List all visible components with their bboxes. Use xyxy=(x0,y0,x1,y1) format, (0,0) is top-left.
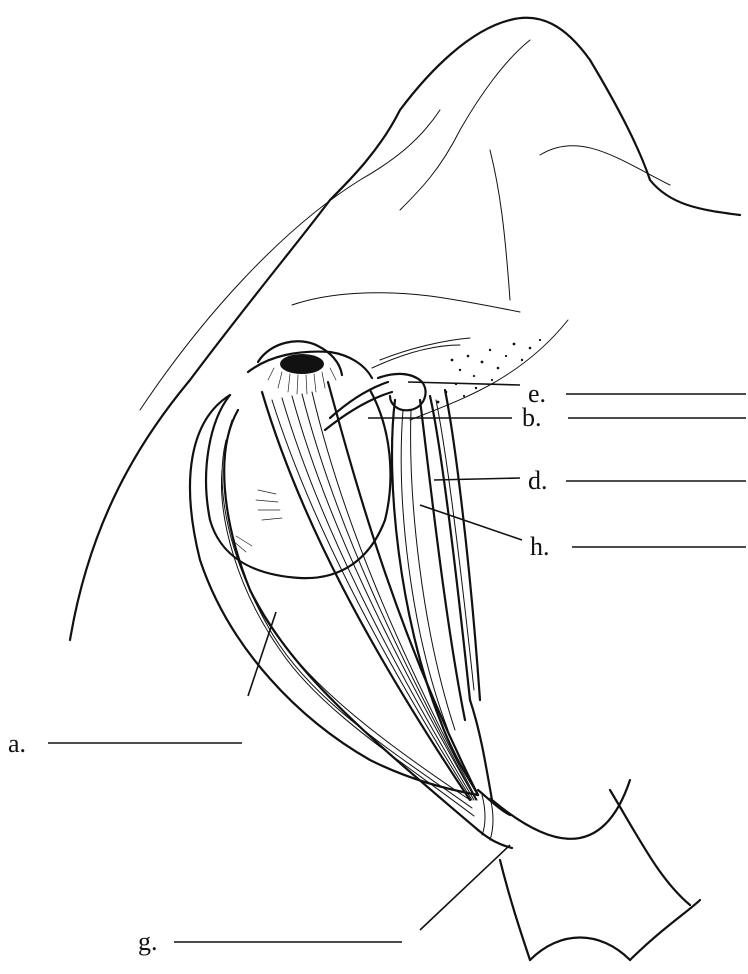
label-e: e. xyxy=(528,379,546,408)
label-a: a. xyxy=(8,729,26,758)
leader-g-pointer xyxy=(420,845,510,930)
optic-region xyxy=(470,700,700,960)
label-d: d. xyxy=(528,466,548,495)
trochlea xyxy=(325,338,470,430)
label-g: g. xyxy=(138,927,158,956)
muscle-a-inferior xyxy=(190,395,478,830)
leader-lines xyxy=(48,382,746,942)
leader-d xyxy=(434,478,520,480)
stippling xyxy=(437,339,542,404)
label-h: h. xyxy=(530,532,550,561)
muscle-h-superior xyxy=(392,400,478,795)
labels: a. b. d. e. h. g. xyxy=(8,379,550,956)
leader-a-pointer xyxy=(248,612,276,696)
